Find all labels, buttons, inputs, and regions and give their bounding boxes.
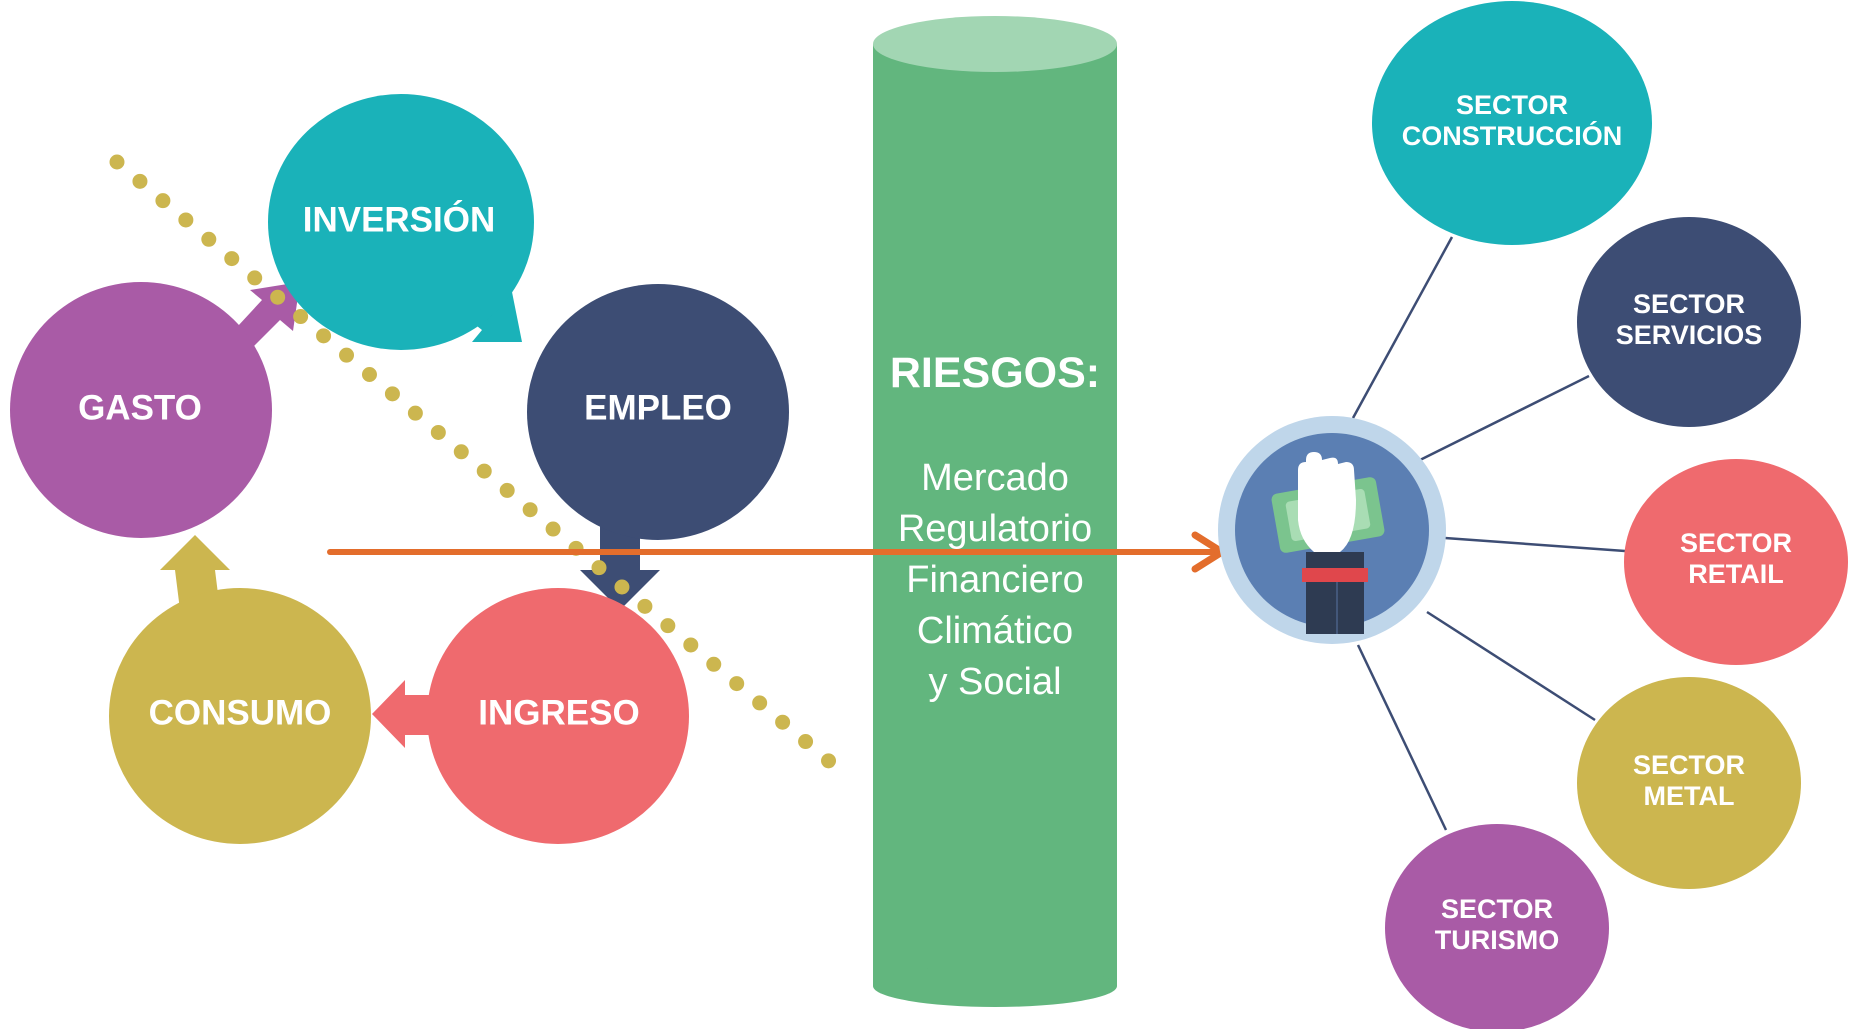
dotted-divider-line <box>109 154 845 776</box>
ingreso-label: INGRESO <box>478 693 639 732</box>
empleo-circle <box>527 284 789 540</box>
sector-retail-line2: RETAIL <box>1688 559 1784 589</box>
arrow-ingreso-to-consumo <box>372 680 445 748</box>
risk-item-financiero: Financiero <box>906 559 1083 601</box>
gasto-label: GASTO <box>78 388 202 427</box>
sector-network: SECTOR CONSTRUCCIÓN SECTOR SERVICIOS SEC… <box>1218 1 1848 1029</box>
economic-cycle: INVERSIÓN GASTO EMPLEO CONSUMO INGRESO <box>10 94 845 844</box>
sector-construccion-circle <box>1372 1 1652 245</box>
sector-construccion-line1: SECTOR <box>1456 90 1568 120</box>
sector-servicios-line1: SECTOR <box>1633 289 1745 319</box>
ingreso-circle <box>427 588 689 844</box>
risk-item-regulatorio: Regulatorio <box>898 508 1092 550</box>
pillar-body <box>873 44 1117 986</box>
inversion-label: INVERSIÓN <box>303 199 496 239</box>
consumo-circle <box>109 588 371 844</box>
inversion-circle <box>268 94 534 350</box>
sector-turismo-circle <box>1385 824 1609 1029</box>
sector-turismo-line1: SECTOR <box>1441 894 1553 924</box>
gasto-circle <box>10 282 272 538</box>
arrow-empleo-to-ingreso <box>580 520 660 610</box>
sector-servicios-line2: SERVICIOS <box>1616 320 1763 350</box>
connector-retail <box>1444 536 1626 553</box>
risks-title: RIESGOS: <box>890 349 1100 397</box>
pillar-top <box>873 16 1117 72</box>
sector-turismo-line2: TURISMO <box>1435 925 1560 955</box>
connector-metal <box>1426 610 1596 722</box>
connector-servicios <box>1419 374 1590 462</box>
sector-retail-line1: SECTOR <box>1680 528 1792 558</box>
pillar-bottom <box>873 965 1117 1007</box>
connector-construccion <box>1351 236 1454 419</box>
consumo-label: CONSUMO <box>149 693 332 732</box>
risks-pillar: RIESGOS: Mercado Regulatorio Financiero … <box>873 16 1117 1007</box>
fist-holding-money-icon <box>1218 416 1446 644</box>
risk-item-mercado: Mercado <box>921 457 1069 499</box>
sector-construccion-line2: CONSTRUCCIÓN <box>1402 120 1623 151</box>
sector-retail-circle <box>1624 459 1848 665</box>
risk-item-climatico: Climático <box>917 610 1073 652</box>
connector-turismo <box>1356 644 1448 831</box>
sector-metal-line1: SECTOR <box>1633 750 1745 780</box>
sector-metal-line2: METAL <box>1644 781 1735 811</box>
empleo-label: EMPLEO <box>584 388 732 427</box>
sector-servicios-circle <box>1577 217 1801 427</box>
sector-metal-circle <box>1577 677 1801 889</box>
risk-item-social: y Social <box>928 661 1061 703</box>
